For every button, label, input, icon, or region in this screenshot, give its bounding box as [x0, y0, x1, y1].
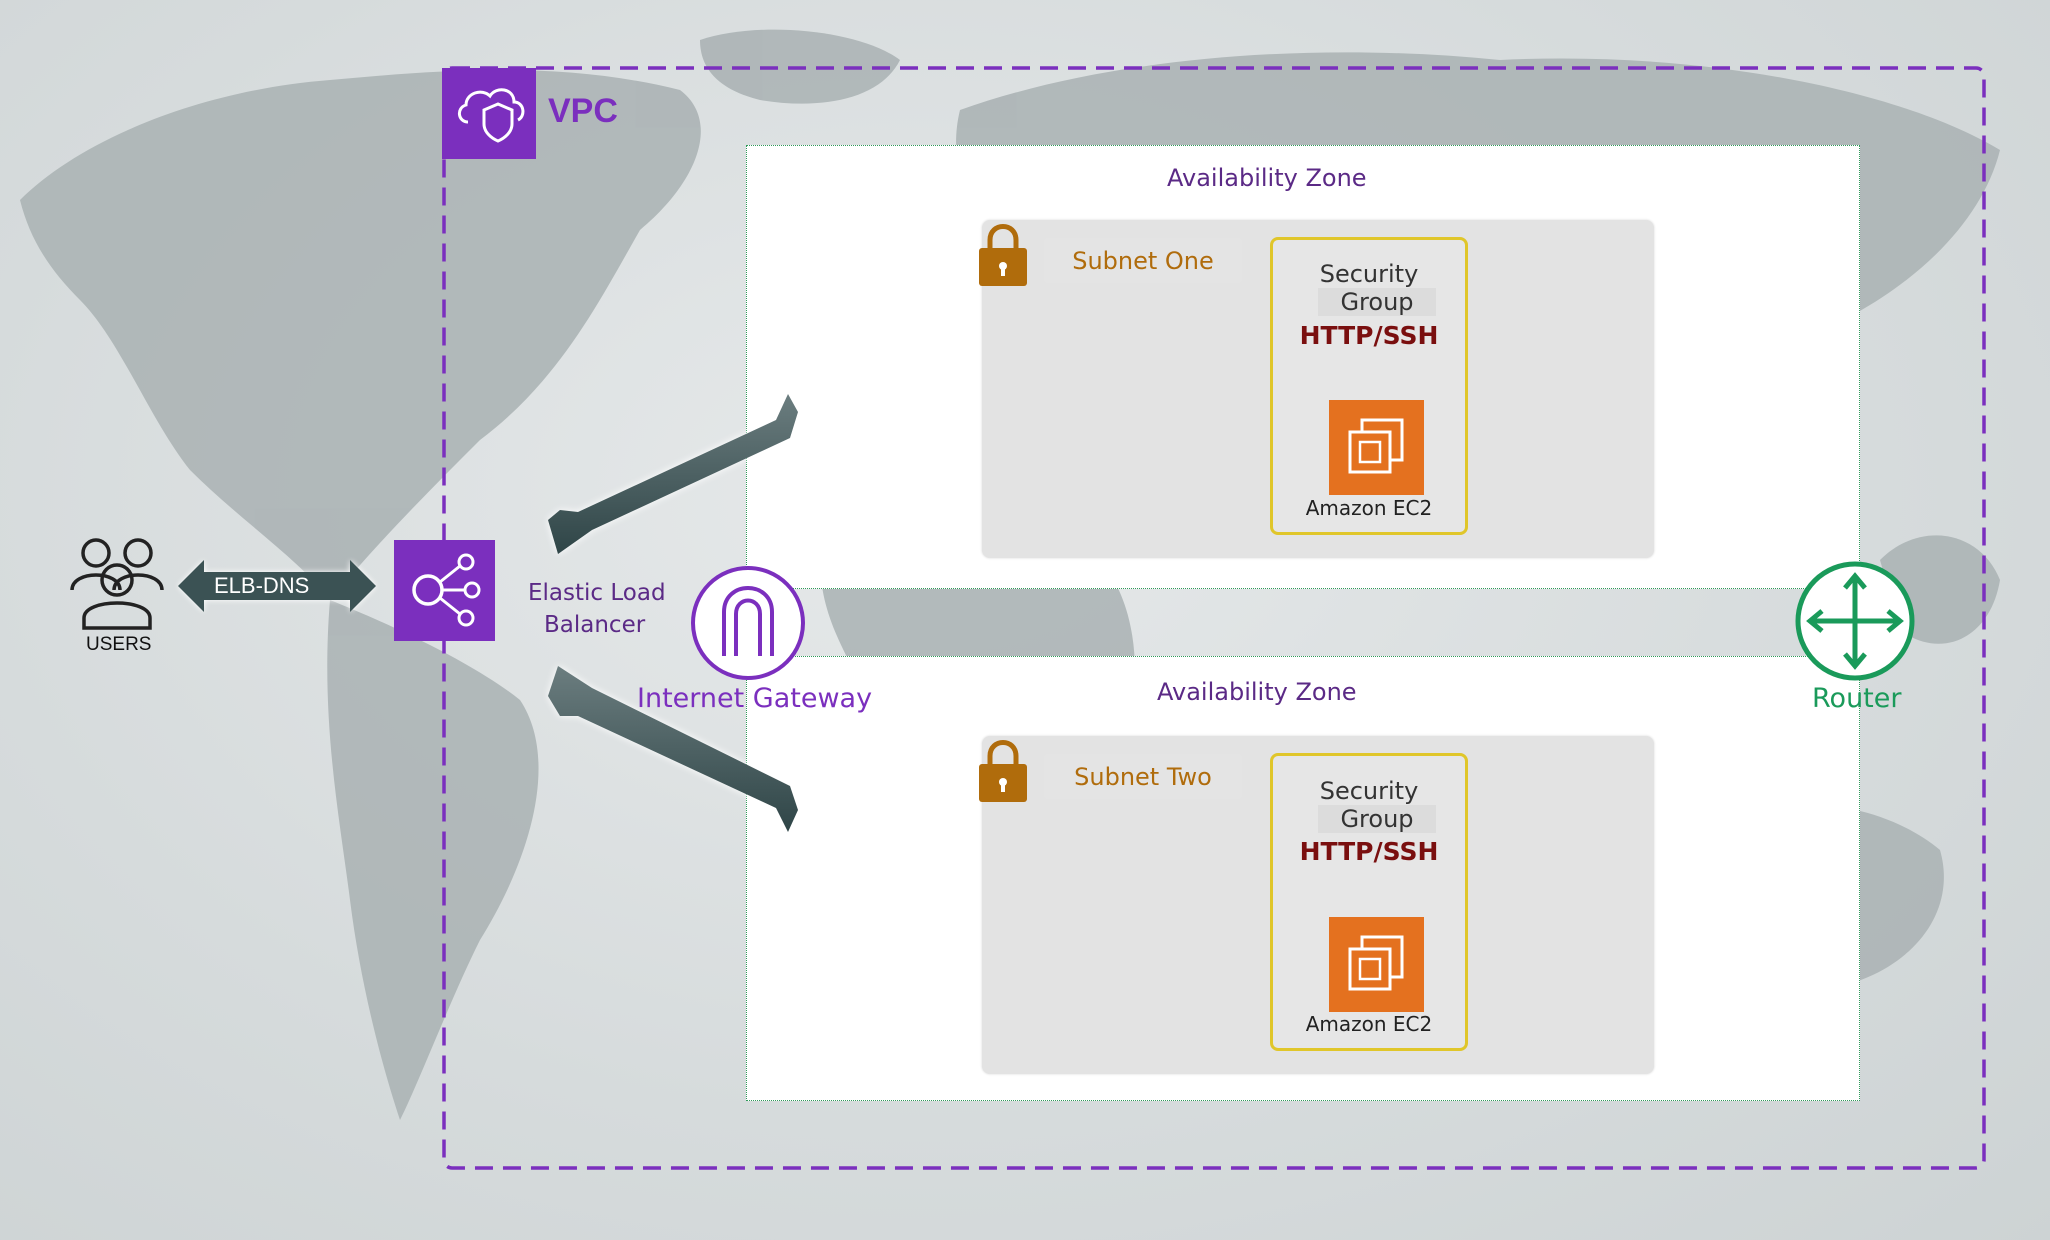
security-group-1-protocol: HTTP/SSH — [1299, 321, 1439, 350]
subnet-one-lock-icon — [979, 224, 1027, 286]
elb-label-line2: Balancer — [544, 612, 646, 638]
security-group-2-line2: Group — [1318, 805, 1436, 833]
vpc-cloud-icon — [442, 68, 536, 159]
elb-label-line1: Elastic Load — [528, 580, 666, 606]
elb-to-subnet-one-arrow — [548, 394, 798, 554]
internet-gateway-label: Internet Gateway — [637, 683, 873, 714]
vpc-label: VPC — [548, 92, 618, 130]
router-label: Router — [1812, 683, 1902, 714]
vpc-border — [442, 66, 1986, 1170]
subnet-one-label: Subnet One — [1044, 238, 1242, 283]
elastic-load-balancer-icon — [394, 540, 495, 641]
ec2-instance-icon-1 — [1329, 400, 1424, 495]
subnet-two-lock-icon — [979, 740, 1027, 802]
users-icon — [70, 538, 164, 630]
security-group-2-line1: Security — [1319, 777, 1419, 805]
elb-dns-label: ELB-DNS — [214, 573, 310, 598]
elb-dns-arrow — [178, 560, 376, 612]
security-group-1-line1: Security — [1319, 260, 1419, 288]
ec2-instance-icon-2 — [1329, 917, 1424, 1012]
ec2-instance-1-label: Amazon EC2 — [1305, 496, 1433, 520]
subnet-two-label: Subnet Two — [1044, 754, 1242, 799]
internet-gateway-icon — [691, 566, 805, 680]
users-label: USERS — [86, 634, 152, 655]
security-group-1-line2: Group — [1318, 288, 1436, 316]
elb-to-subnet-two-arrow — [548, 666, 798, 832]
ec2-instance-2-label: Amazon EC2 — [1305, 1012, 1433, 1036]
availability-zone-1-label: Availability Zone — [1167, 164, 1367, 192]
router-icon — [1795, 561, 1915, 681]
security-group-2-protocol: HTTP/SSH — [1299, 837, 1439, 866]
availability-zone-2-label: Availability Zone — [1157, 678, 1357, 706]
